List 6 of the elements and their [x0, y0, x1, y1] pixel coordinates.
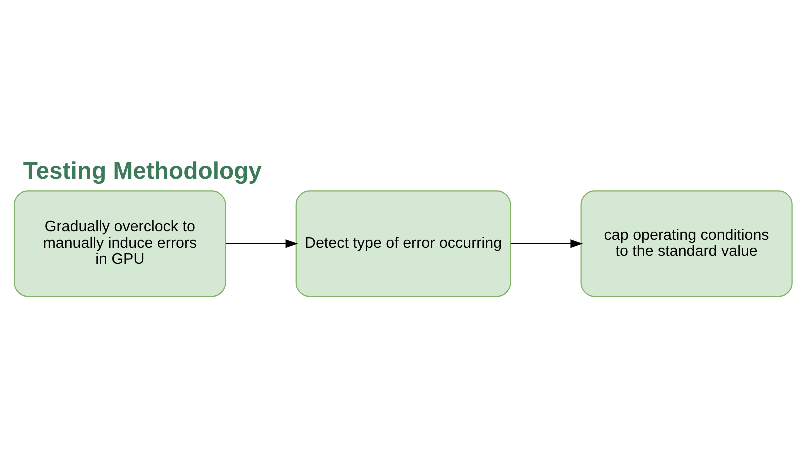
node-box: Detect type of error occurring — [295, 190, 511, 298]
node-box: cap operating conditions to the standard value — [580, 190, 792, 298]
diagram-title: Testing Methodology — [22, 158, 262, 185]
arrow — [510, 240, 583, 248]
arrow — [225, 240, 298, 248]
node-box: Gradually overclock to manually induce errors in GPU — [14, 190, 226, 298]
